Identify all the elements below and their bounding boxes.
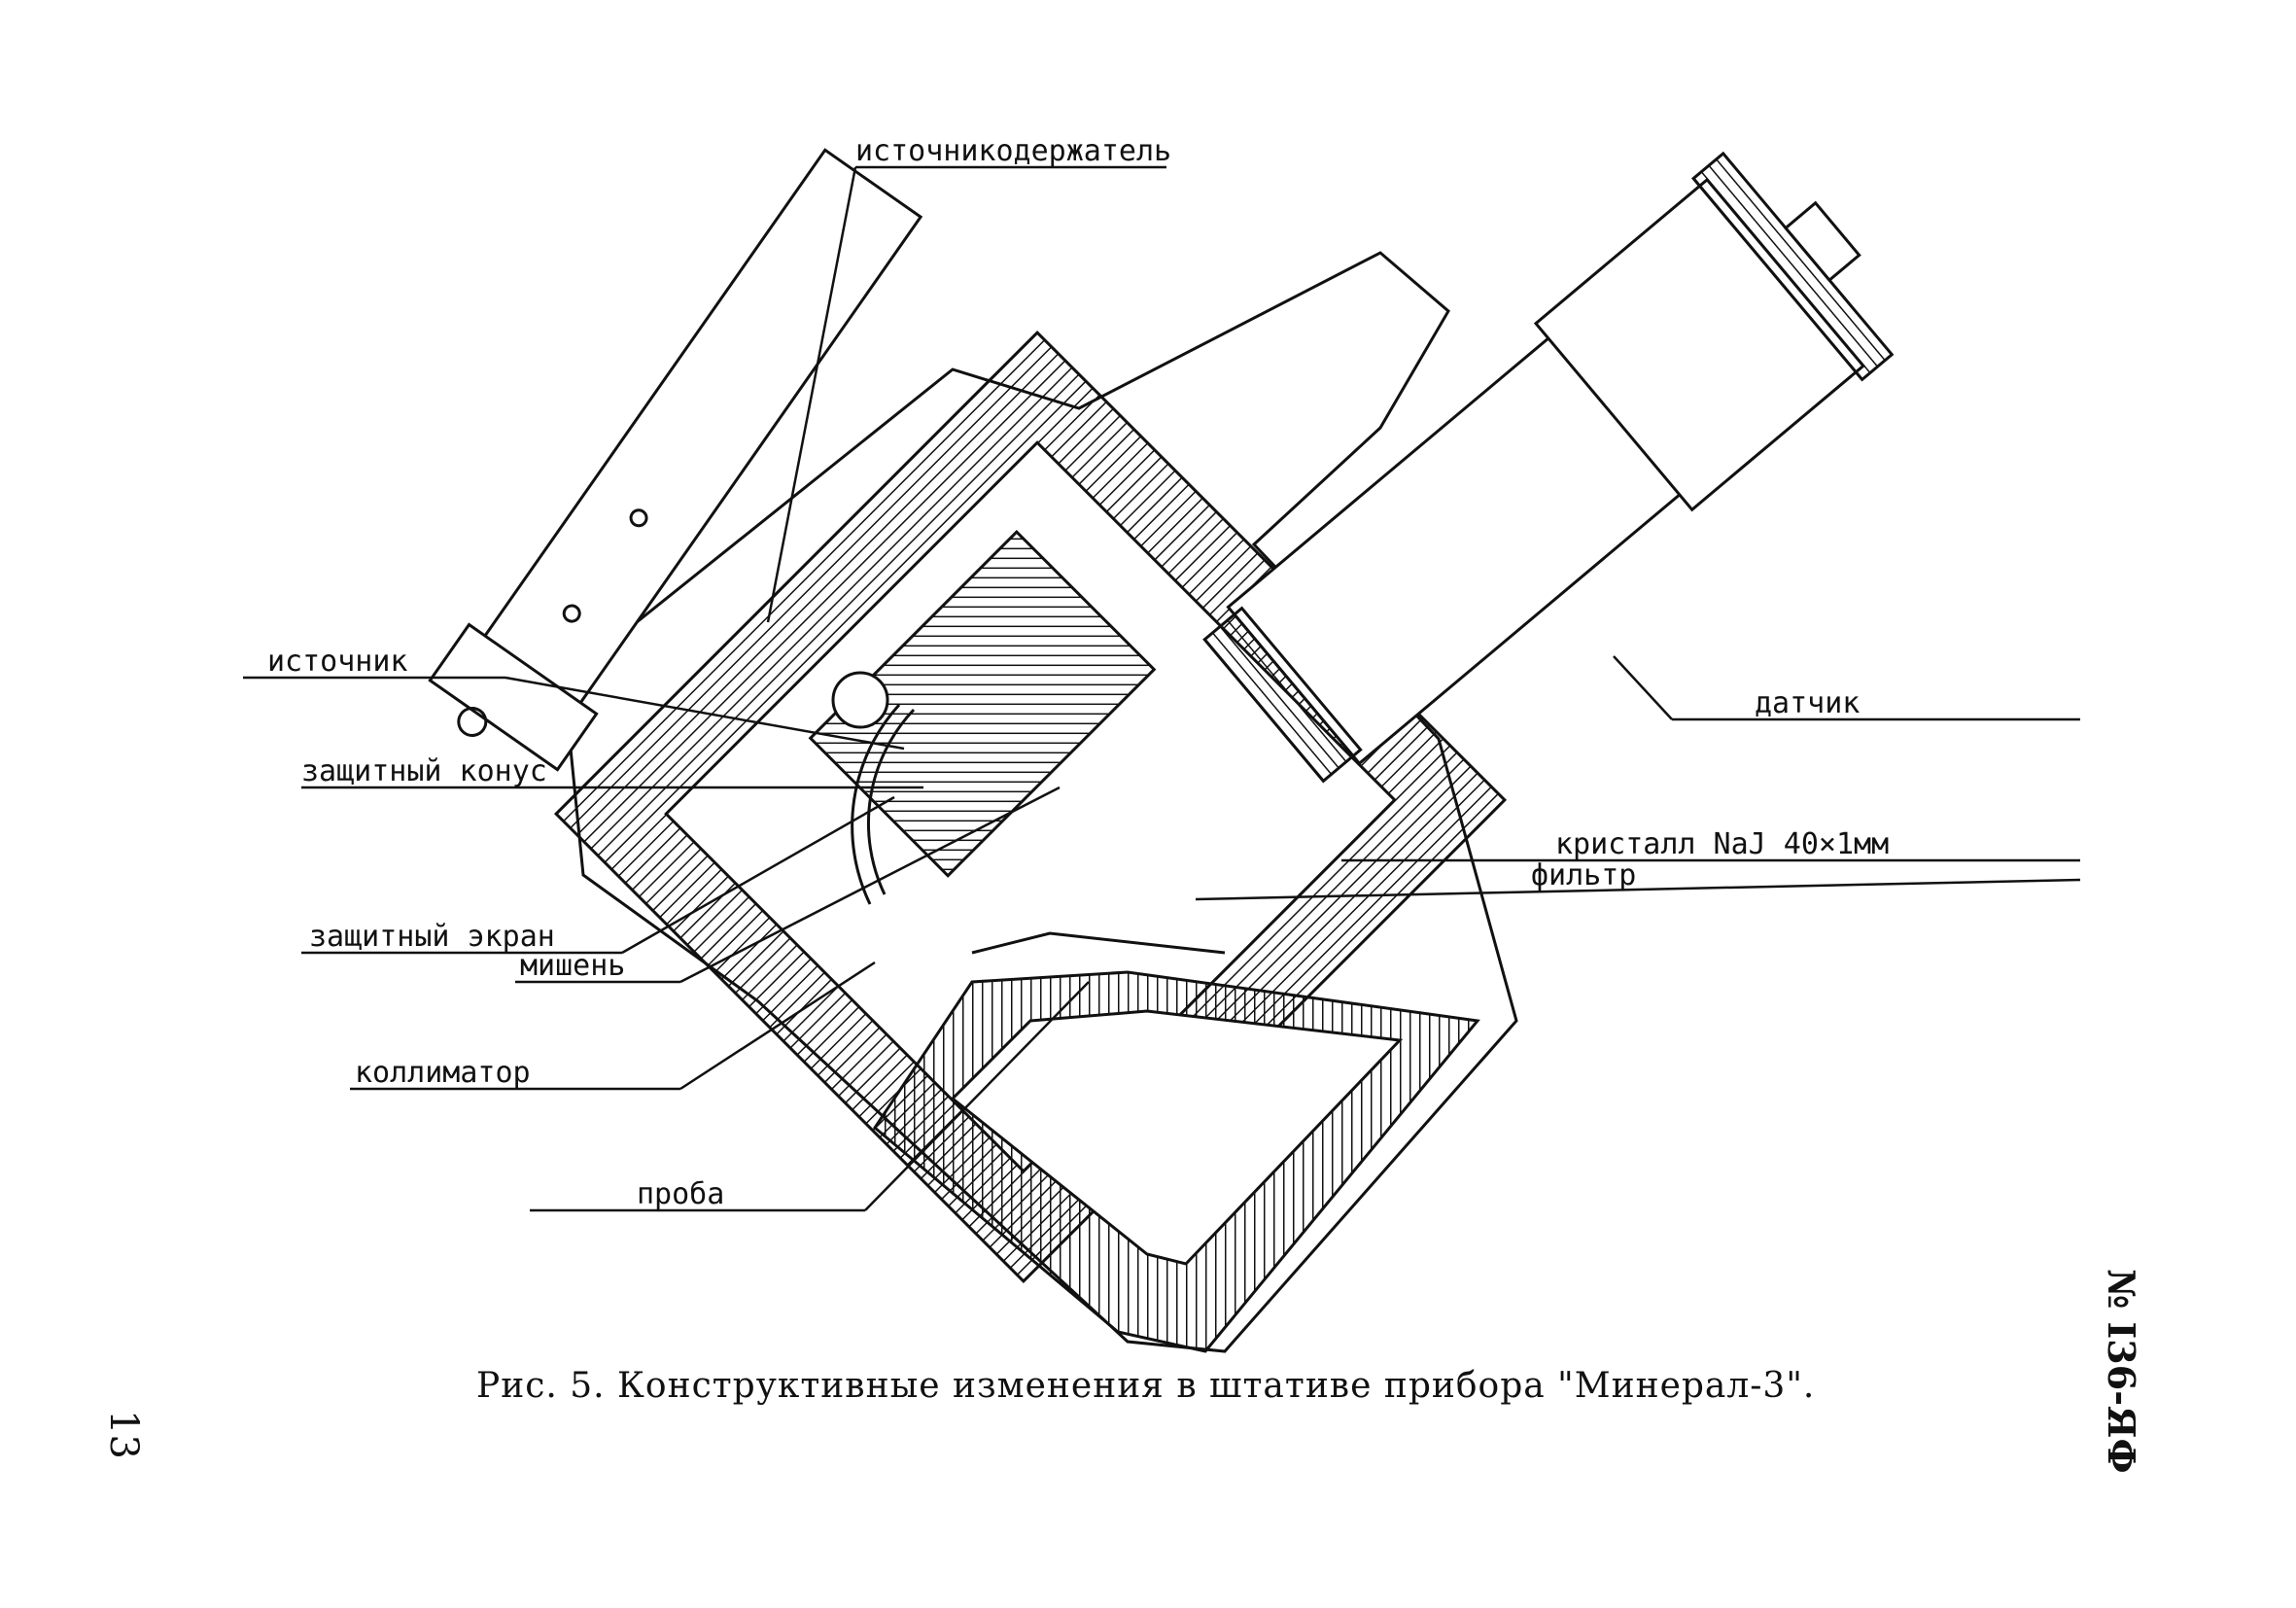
page-number: 13 — [101, 1410, 146, 1459]
leader-lines — [243, 165, 2081, 1212]
diagram-labels: источникодержатель источник защитный кон… — [267, 134, 1889, 1211]
document-number: № I36-ЯФ — [2100, 1269, 2143, 1474]
source-holder-tube — [428, 148, 923, 772]
label-source: источник — [267, 645, 408, 679]
label-source-holder: источникодержатель — [855, 134, 1171, 168]
label-sample: проба — [637, 1177, 724, 1211]
housing-body — [553, 251, 1518, 1353]
label-detector: датчик — [1755, 686, 1860, 720]
label-filter: фильтр — [1531, 858, 1636, 892]
label-crystal: кристалл NaJ 40×1мм — [1555, 827, 1889, 861]
label-target: мишень — [520, 949, 625, 983]
source-ball-icon — [831, 671, 889, 729]
label-protective-screen: защитный экран — [309, 920, 555, 954]
detector-assembly — [1202, 151, 1895, 784]
figure-caption: Рис. 5. Конструктивные изменения в штати… — [476, 1366, 1816, 1406]
label-protective-cone: защитный конус — [301, 754, 547, 788]
label-collimator: коллиматор — [355, 1056, 531, 1090]
arc-screen — [851, 703, 1226, 955]
